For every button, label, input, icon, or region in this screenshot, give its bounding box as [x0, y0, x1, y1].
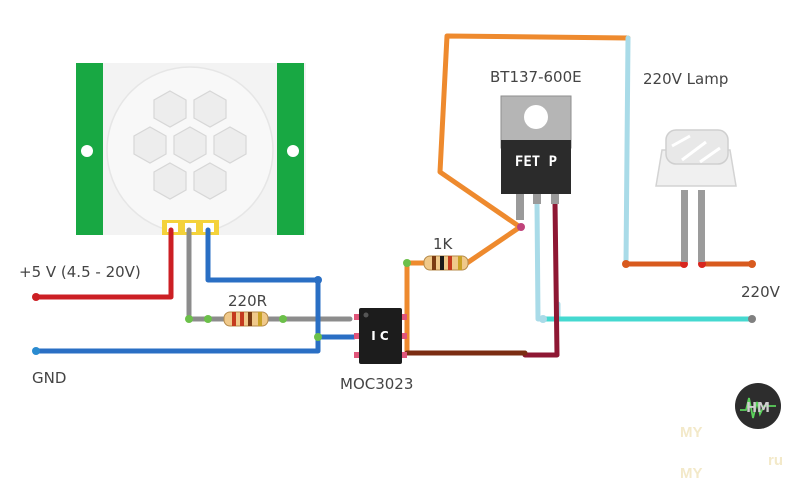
joint-1k-left: [403, 259, 411, 267]
wire-lamp-lightblue: [623, 35, 631, 267]
joint-blue-corner: [314, 276, 322, 284]
resistor-band: [440, 256, 444, 270]
hex-cell: [193, 90, 227, 128]
joint-blue-junction: [314, 333, 322, 341]
resistor-band: [240, 312, 244, 326]
watermark-suffix: ru: [768, 452, 783, 469]
joint-gnd: [32, 347, 40, 355]
triac-mounting-hole: [524, 105, 548, 129]
lamp-highlight: [671, 134, 721, 164]
ic-pin: [354, 314, 360, 320]
ic-pin: [401, 352, 407, 358]
watermark-logo: HM: [735, 383, 781, 429]
triac-bt137: FET P: [500, 95, 572, 220]
lamp: [655, 129, 737, 262]
triac-leg-mt1: [533, 190, 541, 204]
wire-output-gray: [186, 227, 353, 322]
hex-cell: [193, 162, 227, 200]
watermark-line1: MY: [680, 424, 703, 441]
triac-leg-mt2: [551, 190, 559, 204]
label-r1: 220R: [228, 292, 267, 310]
label-supply: +5 V (4.5 - 20V): [19, 263, 141, 281]
connector-pin: [203, 223, 214, 232]
watermark: MY MY ru HM: [680, 383, 783, 482]
joint-supply: [32, 293, 40, 301]
wire-supply-red: [33, 227, 174, 300]
wire-gnd-main: [33, 334, 321, 354]
joint-gray: [185, 315, 193, 323]
lens-hexagons: [133, 90, 247, 200]
resistor-band: [458, 256, 462, 270]
joint-mains: [748, 315, 756, 323]
ic-marking: I C: [371, 329, 389, 343]
resistor-220r: [223, 311, 269, 327]
resistor-band: [232, 312, 236, 326]
joint-r1-right: [279, 315, 287, 323]
triac-marking: FET P: [515, 154, 557, 170]
resistor-band: [432, 256, 436, 270]
hex-cell: [153, 162, 187, 200]
label-optocoupler: MOC3023: [340, 375, 413, 393]
triac-body: [501, 140, 571, 194]
hex-cell: [133, 126, 167, 164]
resistor-band: [248, 312, 252, 326]
ic-pin: [401, 333, 407, 339]
wire-triac-mt2: [522, 199, 560, 358]
optocoupler-moc3023: I C: [354, 308, 407, 364]
joint-gate: [517, 223, 525, 231]
pir-sensor: [76, 63, 306, 235]
label-mains: 220V: [741, 283, 781, 301]
ic-pin: [401, 314, 407, 320]
label-gnd: GND: [32, 369, 66, 387]
logo-pulse: [740, 397, 776, 419]
lamp-lead: [698, 190, 705, 262]
hex-cell: [173, 126, 207, 164]
lamp-lead: [681, 190, 688, 262]
hex-cell: [213, 126, 247, 164]
hex-cell: [153, 90, 187, 128]
triac-leg-gate: [516, 190, 524, 220]
mounting-hole-right: [287, 145, 299, 157]
ic-body: [359, 308, 402, 364]
logo-text: HM: [746, 401, 770, 416]
joint-lamp-left: [622, 260, 630, 268]
mounting-hole-left: [81, 145, 93, 157]
connector-pin: [167, 223, 178, 232]
ic-pin: [354, 352, 360, 358]
connector-pin: [185, 223, 196, 232]
label-triac: BT137-600E: [490, 68, 582, 86]
joint-lamp-right: [748, 260, 756, 268]
joint-cyan: [539, 315, 547, 323]
label-lamp: 220V Lamp: [643, 70, 728, 88]
ic-pin1-dot: [363, 312, 369, 318]
resistor-band: [258, 312, 262, 326]
labels: +5 V (4.5 - 20V) GND 220R MOC3023 1K BT1…: [19, 68, 781, 393]
label-r2: 1K: [433, 235, 454, 253]
ic-pin: [354, 333, 360, 339]
joint-r1-left: [204, 315, 212, 323]
wire-moc-to-1k: [404, 260, 428, 356]
watermark-line2: MY: [680, 465, 703, 482]
resistor-1k: [423, 255, 469, 271]
wire-1k-to-gate: [464, 224, 523, 266]
resistor-band: [448, 256, 452, 270]
wire-gate-to-lamp: [437, 33, 631, 230]
